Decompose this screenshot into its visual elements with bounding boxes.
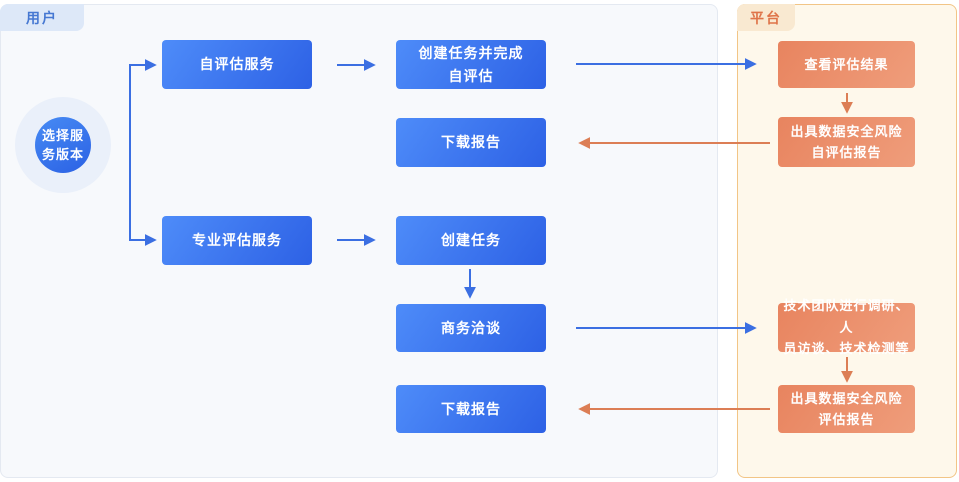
node-self-assessment-service: 自评估服务 [162, 40, 312, 89]
node-create-task-complete-self-assessment: 创建任务并完成 自评估 [396, 40, 546, 89]
start-node-select-service-version: 选择服 务版本 [35, 117, 91, 173]
node-issue-self-assessment-report: 出具数据安全风险 自评估报告 [778, 117, 915, 167]
node-view-assessment-result: 查看评估结果 [778, 41, 915, 88]
user-lane: 用户 [0, 4, 718, 478]
platform-lane-label: 平台 [737, 4, 795, 31]
node-download-report-1: 下载报告 [396, 118, 546, 167]
node-issue-assessment-report: 出具数据安全风险 评估报告 [778, 385, 915, 433]
node-download-report-2: 下载报告 [396, 385, 546, 433]
node-create-task: 创建任务 [396, 216, 546, 265]
start-node-halo: 选择服 务版本 [15, 97, 111, 193]
node-tech-team-activities: 技术团队进行调研、人 员访谈、技术检测等 [778, 298, 915, 356]
node-professional-assessment-service: 专业评估服务 [162, 216, 312, 265]
node-business-negotiation: 商务洽谈 [396, 304, 546, 352]
user-lane-label: 用户 [0, 4, 84, 31]
